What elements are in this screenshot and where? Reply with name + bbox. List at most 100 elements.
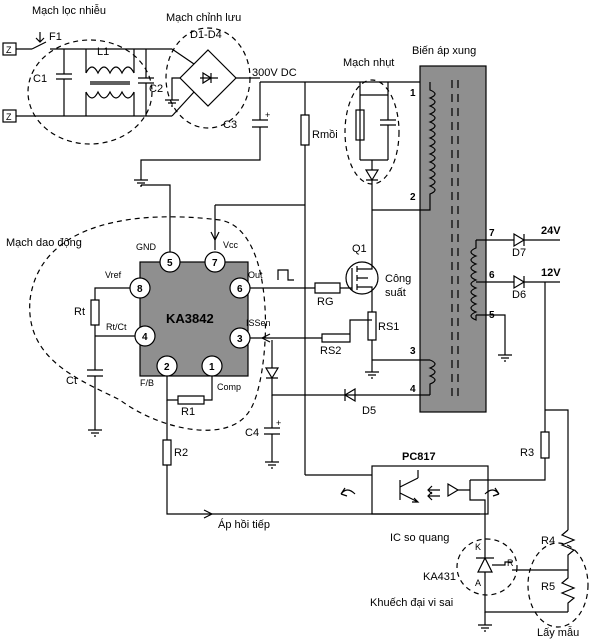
tpin-7: 7 — [489, 228, 495, 239]
primary-winding — [428, 82, 436, 205]
z-bottom-label: Z — [6, 112, 12, 122]
pin-2-name: F/B — [140, 378, 154, 388]
secondary-winding — [470, 240, 478, 321]
ka431-label: KA431 — [423, 571, 456, 583]
q1-label: Q1 — [352, 243, 367, 255]
d1d4-label: D1-D4 — [190, 29, 222, 41]
l1-label: L1 — [97, 46, 109, 58]
r1-label: R1 — [181, 406, 195, 418]
power-label-1: Công — [385, 273, 411, 285]
pin-8-name: Vref — [105, 270, 122, 280]
pulse-transformer: 1 2 3 4 5 6 7 Biến áp xung — [355, 45, 512, 413]
led-diode — [447, 482, 460, 498]
snubber-block-label: Mạch nhụt — [343, 57, 394, 69]
r4-resistor — [512, 529, 576, 571]
rs1-label: RS1 — [378, 321, 399, 333]
tpin-3: 3 — [410, 346, 416, 357]
ka431-boundary — [456, 538, 518, 596]
rectifier: D1-D4 Mạch chỉnh lưu — [165, 12, 260, 129]
ct-label: Ct — [66, 375, 77, 387]
tpin-4: 4 — [410, 384, 416, 395]
d7-diode — [510, 232, 560, 248]
pin-6-num: 6 — [237, 284, 243, 295]
ka431: K A R KA431 Khuếch đại vi sai — [370, 538, 568, 632]
pin-7-name: Vcc — [223, 240, 239, 250]
snubber-boundary — [344, 79, 400, 185]
pc817-label: PC817 — [402, 451, 436, 463]
c1-label: C1 — [33, 73, 47, 85]
pin-2-num: 2 — [164, 362, 170, 373]
d5-label: D5 — [362, 405, 376, 417]
ka431-ground — [478, 612, 492, 632]
opto-caption: IC so quang — [390, 532, 449, 544]
l1-core — [90, 81, 130, 85]
k-label: K — [475, 542, 481, 552]
light-arrows — [427, 485, 440, 501]
d7-label: D7 — [512, 247, 526, 259]
sampling-label: Lấy mẫu — [537, 626, 579, 639]
tpin-1: 1 — [410, 88, 416, 99]
filter-block-label: Mạch lọc nhiễu — [32, 4, 106, 17]
pin-1-num: 1 — [209, 362, 215, 373]
transformer-body — [419, 65, 487, 413]
power-stage: RG Q1 Công suất RS1 RS2 — [250, 210, 411, 379]
pin-6-name: Out — [248, 270, 263, 280]
pin-1-name: Comp — [217, 382, 241, 392]
power-label-2: suất — [385, 287, 406, 299]
d6-diode — [510, 274, 560, 290]
ct-capacitor — [87, 369, 103, 430]
tpin-2: 2 — [410, 192, 416, 203]
sampling-boundary — [527, 542, 589, 628]
r3-resistor — [490, 410, 550, 481]
optocoupler: PC817 IC so quang — [305, 451, 500, 545]
c2-capacitor — [138, 49, 154, 116]
a-label: A — [475, 578, 481, 588]
rs2-label: RS2 — [320, 345, 341, 357]
ic-name-label: KA3842 — [166, 311, 214, 326]
ka431-symbol — [476, 545, 568, 613]
out-12v-label: 12V — [541, 267, 561, 279]
transformer-label: Biến áp xung — [412, 45, 476, 57]
r3-label: R3 — [520, 447, 534, 459]
tpin-6: 6 — [489, 270, 495, 281]
r-ref-label: R — [507, 558, 514, 568]
pc817-body — [371, 465, 489, 515]
rg-label: RG — [317, 296, 334, 308]
oscillator: Mạch dao động KA3842 5 GND 7 Vcc 8 Vref … — [6, 184, 480, 531]
pin-7 — [204, 251, 226, 273]
oscillator-boundary — [29, 216, 267, 431]
d5-diode — [343, 387, 356, 403]
rectifier-boundary — [165, 27, 251, 129]
filter-boundary — [27, 39, 153, 145]
rs1-resistor — [367, 311, 377, 372]
snubber-resistor — [355, 109, 365, 141]
dc-bus: 300V DC + C3 Rmồi — [134, 67, 430, 475]
l1-coil-top — [85, 66, 135, 75]
rg-resistor — [250, 282, 352, 294]
r4-label: R4 — [541, 535, 555, 547]
c3-capacitor — [140, 82, 268, 180]
snubber: Mạch nhụt — [343, 57, 400, 210]
pin-5-name: GND — [136, 242, 157, 252]
c1-capacitor — [56, 49, 72, 116]
c4-label: C4 — [245, 427, 259, 439]
d6-label: D6 — [512, 289, 526, 301]
rmoi-resistor — [300, 82, 310, 205]
bus-ground — [134, 179, 148, 187]
c4-capacitor — [264, 395, 280, 462]
pin-3-name: ISSen — [246, 318, 271, 328]
c3-label: C3 — [223, 119, 237, 131]
input-filter: Z Z F1 C1 L1 C2 Mạch lọc nhiễu — [2, 4, 172, 145]
pin-4-name: Rt/Ct — [106, 322, 127, 332]
r1-resistor — [177, 395, 205, 405]
out-24v-label: 24V — [541, 225, 561, 237]
l1-coil-bottom — [85, 90, 135, 99]
diff-amp-label: Khuếch đại vi sai — [370, 597, 453, 609]
bridge-diode-symbol — [200, 71, 218, 85]
pin-8-num: 8 — [137, 284, 143, 295]
q1-mosfet — [345, 261, 379, 295]
vcc-supply: D5 + C4 — [210, 231, 376, 469]
fuse-arrow — [35, 32, 45, 43]
transformer-core — [451, 80, 459, 400]
